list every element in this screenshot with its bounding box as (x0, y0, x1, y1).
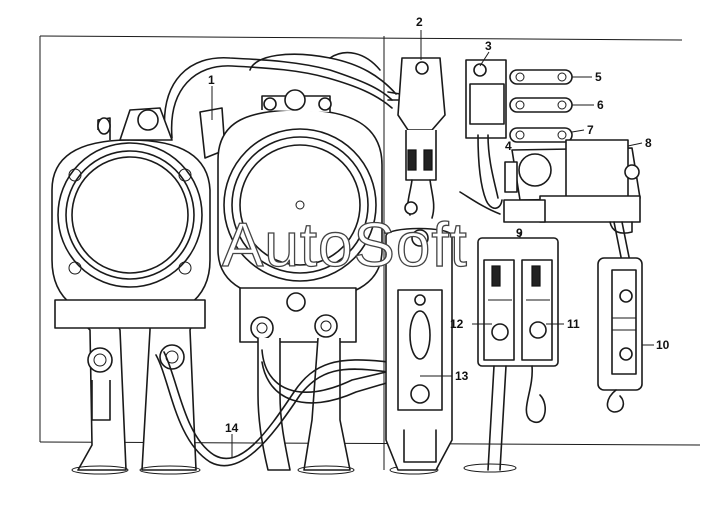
callout-2: 2 (416, 15, 423, 29)
relay-3 (459, 59, 507, 215)
watermark: AutoSoft (222, 211, 468, 280)
leader-lines (211, 30, 654, 458)
callout-labels: 1 2 3 4 5 6 7 8 9 10 11 12 13 14 (208, 15, 670, 435)
callout-9: 9 (516, 226, 523, 240)
callout-6: 6 (597, 98, 604, 112)
left-generator (51, 107, 226, 471)
callout-3: 3 (485, 39, 492, 53)
callout-1: 1 (208, 73, 215, 87)
shunt-13 (385, 227, 453, 471)
callout-5: 5 (595, 70, 602, 84)
center-generator (217, 89, 391, 471)
fuse-holder-10 (597, 221, 643, 413)
contactor-8 (503, 139, 641, 234)
callout-13: 13 (455, 369, 469, 383)
connector-2 (397, 57, 446, 219)
callout-12: 12 (450, 317, 464, 331)
fuse-block-11-12 (477, 237, 559, 471)
callout-7: 7 (587, 123, 594, 137)
floor-openings (71, 463, 517, 475)
callout-11: 11 (567, 317, 580, 331)
callout-8: 8 (645, 136, 652, 150)
ground-cable-14 (155, 351, 389, 467)
upper-wiring (163, 51, 401, 139)
callout-10: 10 (656, 338, 670, 352)
callout-4: 4 (505, 139, 512, 153)
bus-bars (509, 69, 573, 143)
callout-14: 14 (225, 421, 239, 435)
